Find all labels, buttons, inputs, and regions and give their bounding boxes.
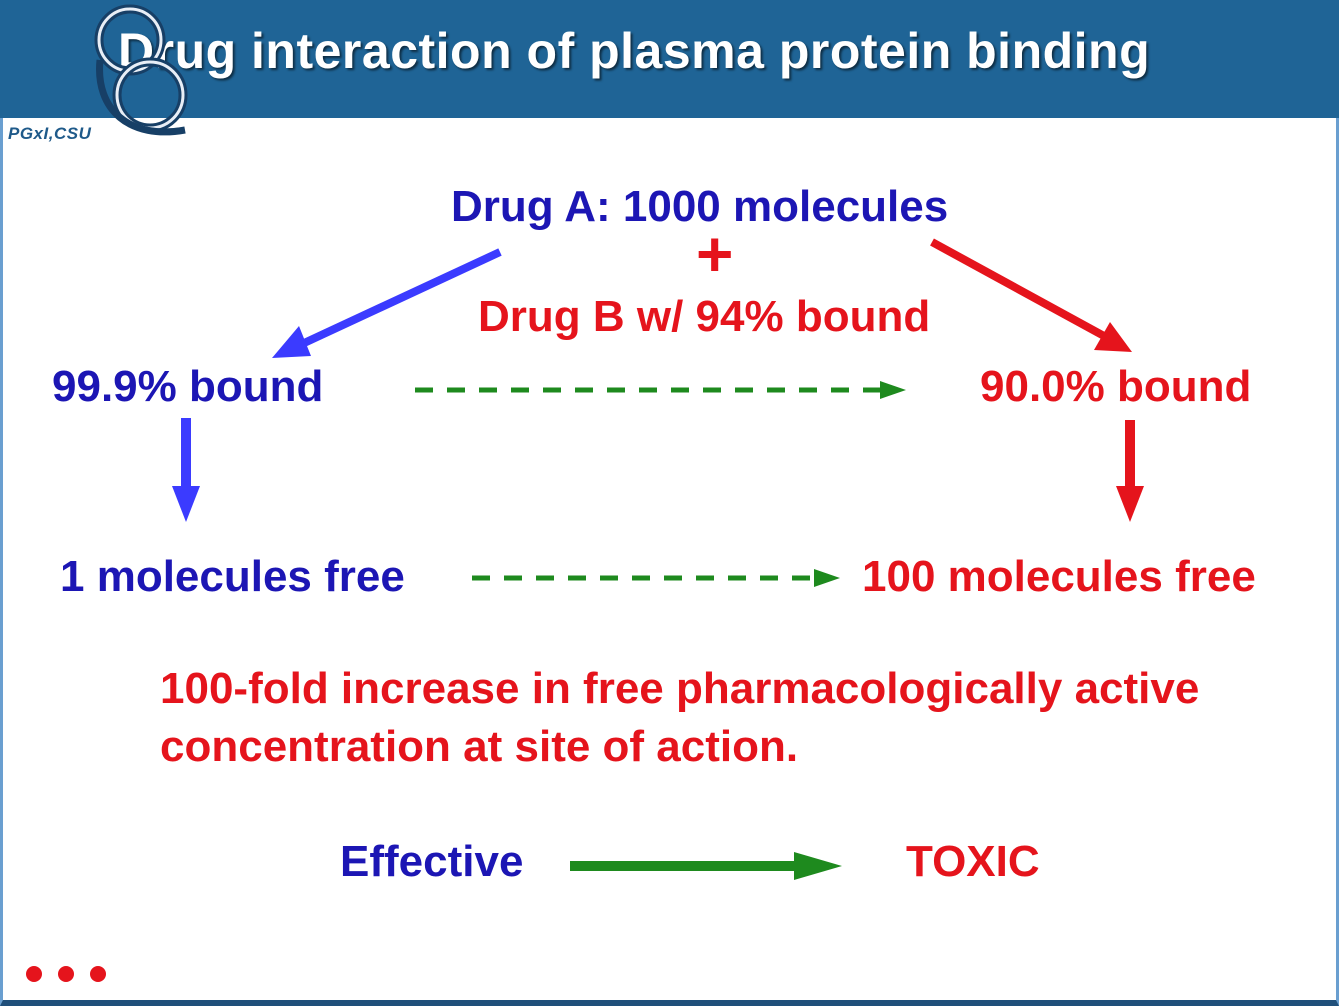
right-bound-label: 90.0% bound bbox=[980, 362, 1252, 411]
dot bbox=[26, 966, 42, 982]
toxic-label: TOXIC bbox=[906, 837, 1040, 886]
drug-b-label: Drug B w/ 94% bound bbox=[478, 292, 931, 341]
dot bbox=[90, 966, 106, 982]
slide-title: Drug interaction of plasma protein bindi… bbox=[118, 23, 1151, 79]
slide-header: Drug interaction of plasma protein bindi… bbox=[0, 0, 1339, 118]
conclusion-line-1: 100-fold increase in free pharmacologica… bbox=[160, 664, 1200, 713]
right-free-label: 100 molecules free bbox=[862, 552, 1256, 601]
plus-sign: + bbox=[696, 218, 734, 290]
conclusion-line-2: concentration at site of action. bbox=[160, 722, 799, 771]
left-free-label: 1 molecules free bbox=[60, 552, 405, 601]
double-loop-logo-icon bbox=[94, 4, 188, 136]
logo-text: PGxI,CSU bbox=[8, 124, 92, 143]
effective-label: Effective bbox=[340, 837, 524, 886]
left-bound-label: 99.9% bound bbox=[52, 362, 324, 411]
dot bbox=[58, 966, 74, 982]
drug-a-label: Drug A: 1000 molecules bbox=[451, 182, 949, 231]
